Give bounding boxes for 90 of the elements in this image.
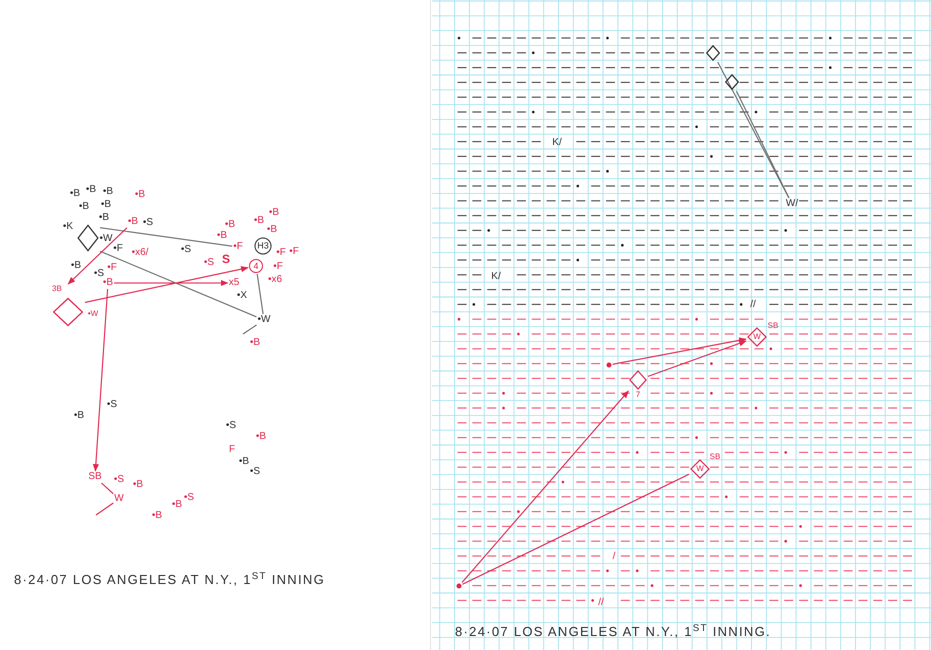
base-diamond bbox=[725, 74, 739, 90]
caption-text: 8·24·07 LOS ANGELES AT N.Y., 1$^{ST}$ INNING. bbox=[455, 625, 771, 638]
score-mark: •S bbox=[250, 467, 260, 477]
connector-line bbox=[717, 62, 790, 198]
score-mark: •K bbox=[62, 222, 74, 232]
mark-label: 3B bbox=[52, 285, 62, 293]
score-mark: •S bbox=[184, 493, 194, 503]
circled-mark: 4 bbox=[249, 259, 263, 273]
score-mark: •S bbox=[114, 475, 124, 485]
arrow bbox=[114, 280, 228, 286]
score-mark: // bbox=[750, 300, 756, 310]
base-diamond bbox=[77, 224, 99, 252]
score-mark: K/ bbox=[491, 272, 501, 282]
score-mark: •B bbox=[256, 432, 266, 442]
mark-label: 7 bbox=[636, 391, 640, 399]
base-diamond bbox=[747, 327, 767, 347]
arrow bbox=[84, 266, 249, 303]
base-diamond bbox=[52, 285, 84, 327]
score-mark: •B bbox=[254, 216, 264, 226]
score-mark: •F bbox=[289, 247, 299, 257]
score-mark: •B bbox=[70, 189, 80, 199]
score-mark: •x6 bbox=[268, 275, 282, 285]
score-mark: •B bbox=[216, 231, 228, 241]
circled-mark: H3 bbox=[254, 238, 272, 254]
score-mark: •B bbox=[70, 261, 82, 271]
score-mark: •B bbox=[100, 200, 112, 210]
connector-line bbox=[101, 482, 114, 494]
score-mark: •W bbox=[100, 234, 112, 244]
connector-line bbox=[96, 502, 114, 516]
score-mark: •B bbox=[74, 411, 84, 421]
score-mark: •S bbox=[142, 218, 154, 228]
mark-label: •W bbox=[88, 310, 98, 318]
base-diamond bbox=[690, 459, 710, 479]
score-mark: F bbox=[228, 445, 236, 455]
mark-label: SB bbox=[710, 453, 720, 461]
dot-mark bbox=[456, 584, 462, 588]
score-mark: •F bbox=[273, 262, 283, 272]
score-mark: S bbox=[222, 253, 230, 265]
arrow bbox=[648, 340, 747, 377]
connector-line bbox=[242, 324, 257, 334]
score-mark: •F bbox=[276, 248, 286, 258]
mark-label: W bbox=[696, 465, 704, 473]
score-mark: •B bbox=[152, 511, 162, 521]
score-mark: •B bbox=[266, 225, 278, 235]
score-mark: •S bbox=[94, 269, 104, 279]
score-mark: •F bbox=[233, 242, 243, 252]
connector-line bbox=[100, 227, 232, 247]
connector-line bbox=[736, 90, 790, 198]
score-mark: •F bbox=[107, 263, 117, 273]
score-mark: x5 bbox=[228, 278, 240, 288]
score-mark: •S bbox=[106, 400, 118, 410]
score-mark: K/ bbox=[552, 138, 562, 148]
base-diamond bbox=[706, 45, 720, 61]
arrow bbox=[462, 390, 629, 583]
score-mark: •B bbox=[224, 220, 236, 230]
score-mark: / bbox=[612, 552, 616, 562]
caption-text: 8·24·07 LOS ANGELES AT N.Y., 1$^{ST}$ INNING bbox=[14, 573, 326, 586]
score-mark: •B bbox=[250, 338, 260, 348]
score-mark: W/ bbox=[786, 199, 798, 209]
mark-label: SB bbox=[768, 322, 778, 330]
score-mark: •F bbox=[113, 244, 123, 254]
score-mark: •S bbox=[204, 258, 214, 268]
score-mark: •B bbox=[134, 190, 146, 200]
score-mark: •B bbox=[78, 202, 90, 212]
score-mark: •B bbox=[128, 217, 138, 227]
score-mark: •B bbox=[102, 187, 114, 197]
dot-mark bbox=[606, 362, 612, 368]
arrow bbox=[68, 227, 128, 285]
score-mark: •W bbox=[258, 315, 270, 325]
connector-line bbox=[462, 474, 690, 585]
mark-label: W bbox=[753, 333, 761, 341]
score-mark: •B bbox=[102, 278, 114, 288]
arrow bbox=[92, 288, 108, 472]
score-mark: •B bbox=[86, 185, 96, 195]
arrow bbox=[612, 337, 747, 365]
score-mark: •S bbox=[226, 421, 236, 431]
base-diamond bbox=[629, 370, 647, 390]
score-mark: •B bbox=[132, 480, 144, 490]
score-mark: •B bbox=[172, 500, 182, 510]
score-mark: SB bbox=[88, 472, 102, 482]
connector-line bbox=[256, 274, 264, 314]
score-mark: // bbox=[598, 598, 604, 608]
score-mark: •x6/ bbox=[132, 248, 148, 258]
score-mark: •S bbox=[180, 245, 192, 255]
score-mark: •X bbox=[236, 291, 248, 301]
score-mark: •B bbox=[238, 457, 250, 467]
score-mark: W bbox=[114, 494, 124, 504]
score-mark: •B bbox=[98, 213, 110, 223]
connector-line bbox=[100, 250, 257, 318]
score-mark: •B bbox=[268, 208, 280, 218]
